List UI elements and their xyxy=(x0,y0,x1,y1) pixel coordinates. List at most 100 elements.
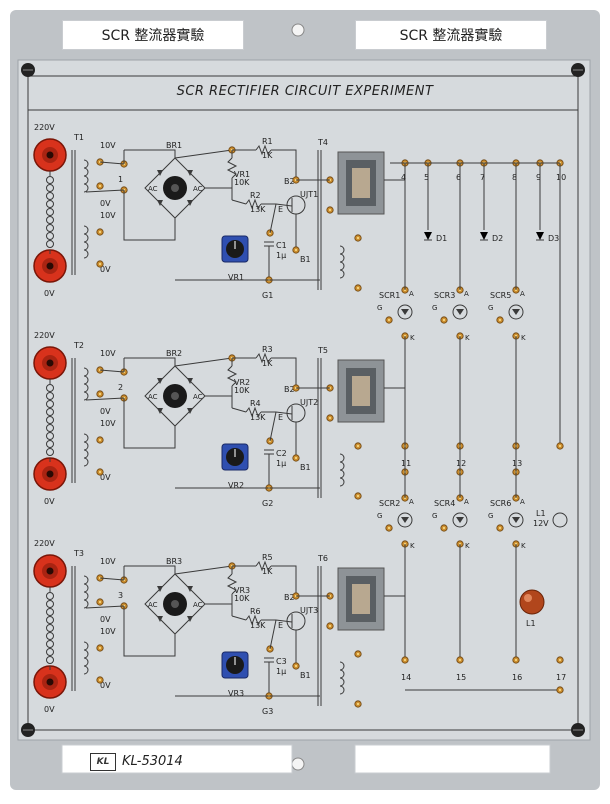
pin-scr-gate[interactable] xyxy=(385,316,393,324)
pin-pulse-p2[interactable] xyxy=(326,622,334,630)
pin-terminal-17-b[interactable] xyxy=(556,686,564,694)
ujt-emitter xyxy=(275,411,293,415)
ujt-b1-label: B1 xyxy=(300,463,311,472)
scr-anode-label: A xyxy=(520,290,525,298)
pin-scr-gate[interactable] xyxy=(496,316,504,324)
pin-terminal-17[interactable] xyxy=(556,656,564,664)
pin-scr-gate[interactable] xyxy=(496,524,504,532)
scr-triangle xyxy=(512,517,520,523)
scr-label: SCR4 xyxy=(434,499,455,508)
pin-tap-0v-b[interactable] xyxy=(96,676,104,684)
pin-pulse-s2[interactable] xyxy=(354,284,362,292)
pin-scr-gate[interactable] xyxy=(385,524,393,532)
ujt-label: UJT1 xyxy=(300,190,318,199)
header-tab-left: SCR 整流器實驗 xyxy=(62,20,244,50)
tap-0v-b-label: 0V xyxy=(100,265,111,274)
scr-triangle xyxy=(456,309,464,315)
wire-bridge-top xyxy=(124,149,176,158)
pin-tip xyxy=(294,456,298,460)
bridge-diode xyxy=(187,170,193,176)
scr-anode-label: A xyxy=(464,290,469,298)
input-jack-0v-1[interactable] xyxy=(33,249,67,283)
tap-0v-label: 0V xyxy=(100,407,111,416)
secondary-coil-turn xyxy=(83,665,89,675)
r-mid-value: 13K xyxy=(250,205,266,214)
pin-tip xyxy=(442,318,446,322)
pin-ujt-b1[interactable] xyxy=(292,662,300,670)
scr-symbol xyxy=(452,304,468,320)
bridge-ac-right: AC xyxy=(193,393,203,401)
wire-node-a xyxy=(99,369,125,373)
wire-emitter xyxy=(269,411,277,442)
pulse-transformer-label: T6 xyxy=(317,554,328,563)
secondary-coil-turn xyxy=(83,457,89,467)
lamp-glass xyxy=(519,589,545,615)
pin-tip xyxy=(356,652,360,656)
node-label: 3 xyxy=(118,591,123,600)
pin-tap-center[interactable] xyxy=(96,390,104,398)
primary-coil-turn xyxy=(46,592,54,600)
potentiometer-3[interactable] xyxy=(221,651,249,679)
primary-coil-turn xyxy=(46,640,54,648)
wire-bridge-plus xyxy=(174,565,233,575)
bridge-diode xyxy=(187,378,193,384)
pin-tap-10v-b[interactable] xyxy=(96,644,104,652)
primary-coil-turn xyxy=(46,416,54,424)
pin-terminal-15[interactable] xyxy=(456,656,464,664)
pin-tap-0v-b[interactable] xyxy=(96,260,104,268)
pin-tap-center[interactable] xyxy=(96,182,104,190)
input-jack-220v-3[interactable] xyxy=(33,554,67,588)
pin-pulse-p2[interactable] xyxy=(326,206,334,214)
pin-tap-10v-b[interactable] xyxy=(96,228,104,236)
pin-pulse-s2[interactable] xyxy=(354,700,362,708)
pin-tip xyxy=(387,318,391,322)
scr-symbol xyxy=(397,512,413,528)
pin-scr-gate[interactable] xyxy=(440,316,448,324)
terminal-bottom-label: 15 xyxy=(456,673,466,682)
vr-label: VR3 xyxy=(234,586,250,595)
potentiometer-2[interactable] xyxy=(221,443,249,471)
wire-r-top-out xyxy=(271,149,297,180)
pin-tip xyxy=(498,526,502,530)
pin-pulse-s1[interactable] xyxy=(354,442,362,450)
potentiometer-1[interactable] xyxy=(221,235,249,263)
pin-tap-center[interactable] xyxy=(96,598,104,606)
pin-tip xyxy=(558,444,562,448)
pin-pulse-p2[interactable] xyxy=(326,414,334,422)
vr-resistor xyxy=(226,157,238,179)
r-top-label: R3 xyxy=(262,345,273,354)
gate-label: G1 xyxy=(262,291,273,300)
pin-lamp-top[interactable] xyxy=(556,442,564,450)
gate-label: G2 xyxy=(262,499,273,508)
input-jack-220v-1[interactable] xyxy=(33,138,67,172)
pulse-transformer-winding xyxy=(352,584,370,614)
pin-pulse-s2[interactable] xyxy=(354,492,362,500)
bridge-module-mark xyxy=(171,184,179,192)
pin-ujt-b1[interactable] xyxy=(292,454,300,462)
pin-terminal-16[interactable] xyxy=(512,656,520,664)
input-jack-0v-2[interactable] xyxy=(33,457,67,491)
pin-ujt-b1[interactable] xyxy=(292,246,300,254)
primary-coil-turn xyxy=(46,216,54,224)
header-tab-right: SCR 整流器實驗 xyxy=(355,20,547,50)
pin-tip xyxy=(442,526,446,530)
input-voltage-label: 220V xyxy=(34,539,55,548)
tap-10v-label: 10V xyxy=(100,557,116,566)
gate-label: G3 xyxy=(262,707,273,716)
pin-tap-10v-b[interactable] xyxy=(96,436,104,444)
input-jack-220v-2[interactable] xyxy=(33,346,67,380)
pin-pulse-s1[interactable] xyxy=(354,650,362,658)
tap-10v-b-label: 10V xyxy=(100,211,116,220)
wire-node-a xyxy=(99,577,125,581)
pin-pulse-s1[interactable] xyxy=(354,234,362,242)
primary-coil-turn xyxy=(46,392,54,400)
input-ground-label: 0V xyxy=(44,705,55,714)
pin-terminal-14[interactable] xyxy=(401,656,409,664)
bridge-diode xyxy=(157,170,163,176)
pin-tap-0v-b[interactable] xyxy=(96,468,104,476)
pin-scr-gate[interactable] xyxy=(440,524,448,532)
input-jack-0v-3[interactable] xyxy=(33,665,67,699)
tap-0v-label: 0V xyxy=(100,199,111,208)
